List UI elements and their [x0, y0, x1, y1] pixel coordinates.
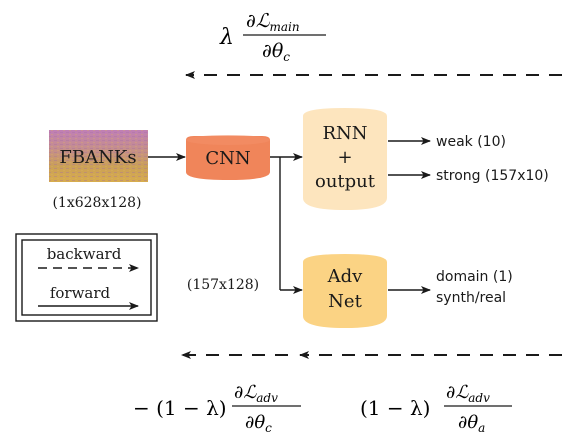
output-strong-label: strong (157x10) — [436, 168, 549, 184]
formula-top-denominator: ∂θc — [262, 40, 290, 64]
formula-bottom-right-denominator: ∂θa — [458, 412, 485, 433]
adv-net-node: Adv Net — [303, 254, 387, 328]
output-synth-real-label: synth/real — [436, 290, 506, 306]
output-domain-label: domain (1) — [436, 269, 513, 285]
formula-bottom-left-denominator: ∂θc — [245, 412, 272, 433]
cnn-node: CNN — [186, 135, 270, 180]
adv-label-line1: Adv — [327, 266, 364, 287]
formula-bottom-right-prefix: (1 − λ) — [360, 396, 430, 420]
output-weak-label: weak (10) — [436, 134, 506, 150]
formula-bottom-left: − (1 − λ) ∂ℒadv ∂θc — [133, 382, 301, 433]
rnn-label-line3: output — [315, 171, 376, 192]
formula-bottom-left-numerator: ∂ℒadv — [234, 382, 278, 405]
legend: backward forward — [15, 233, 158, 322]
legend-backward-label: backward — [47, 245, 122, 263]
cnn-out-dims-label: (157x128) — [187, 277, 259, 293]
input-dims-label: (1x628x128) — [52, 195, 141, 211]
formula-top-numerator: ∂ℒmain — [246, 10, 300, 34]
fbanks-label: FBANKs — [59, 147, 136, 168]
rnn-label-line2: + — [337, 147, 352, 168]
formula-bottom-right-numerator: ∂ℒadv — [446, 382, 490, 405]
rnn-output-node: RNN + output — [303, 108, 387, 210]
formula-top: λ ∂ℒmain ∂θc — [219, 10, 326, 64]
adv-label-line2: Net — [328, 291, 362, 312]
rnn-label-line1: RNN — [322, 123, 367, 144]
fbanks-node: FBANKs — [49, 130, 148, 182]
cnn-label: CNN — [205, 148, 250, 169]
formula-bottom-left-prefix: − (1 − λ) — [133, 396, 227, 420]
formula-bottom-right: (1 − λ) ∂ℒadv ∂θa — [360, 382, 512, 433]
formula-top-prefix: λ — [219, 25, 234, 50]
legend-forward-label: forward — [50, 284, 111, 302]
